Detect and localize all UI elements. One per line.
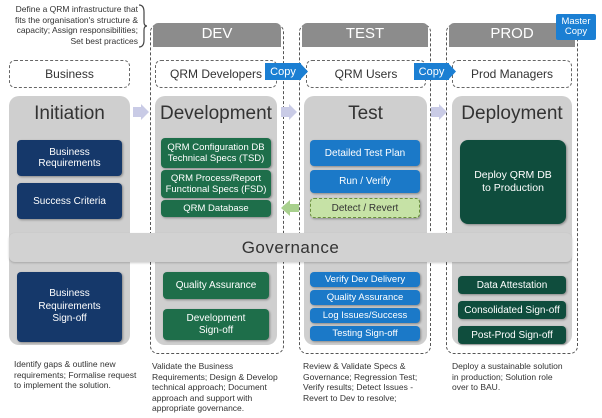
master-copy-badge: Master Copy (556, 14, 596, 40)
development-panel (155, 96, 277, 345)
qrm-database-box: QRM Database (161, 200, 271, 217)
desc-line: Verify results; Detect Issues - (303, 382, 414, 392)
deploy-qrm-db-box: Deploy QRM DB to Production (460, 140, 566, 224)
item-line: to Production (482, 182, 544, 194)
flow-arrow-icon (133, 104, 149, 120)
test-title: Test (348, 103, 383, 124)
intro-note-line: capacity; Assign responsibilities; (16, 25, 138, 35)
post-prod-signoff-box: Post-Prod Sign-off (458, 326, 566, 344)
copy-label: Copy (418, 65, 445, 78)
desc-line: technical approach; Document (152, 382, 267, 392)
success-criteria-label: Success Criteria (33, 195, 106, 207)
test-header: TEST (302, 23, 428, 47)
item-line: Development (186, 312, 246, 324)
consolidated-signoff-box: Consolidated Sign-off (458, 301, 566, 319)
copy-label: Copy (270, 65, 296, 78)
item-line: Run / Verify (339, 176, 391, 187)
run-verify-box: Run / Verify (310, 170, 420, 193)
success-criteria-box: Success Criteria (17, 183, 122, 219)
desc-line: Requirements; Design & Develop (152, 371, 278, 382)
signoff-line: Business (49, 288, 90, 300)
governance-label: Governance (241, 237, 340, 257)
item-line: Verify Dev Delivery (324, 274, 406, 285)
copy-dev-to-test: Copy (265, 63, 301, 80)
role-business: Business (9, 60, 130, 88)
process-report-specs-box: QRM Process/Report Functional Specs (FSD… (161, 170, 271, 198)
intro-note: Define a QRM infrastructure that fits th… (6, 4, 138, 46)
log-issues-box: Log Issues/Success (310, 308, 420, 323)
deployment-title: Deployment (461, 103, 563, 124)
initiation-description: Identify gaps & outline new requirements… (14, 359, 142, 391)
copy-arrow-icon (300, 63, 308, 80)
item-line: Detailed Test Plan (324, 147, 406, 159)
test-quality-assurance-box: Quality Assurance (310, 290, 420, 305)
copy-test-to-prod: Copy (414, 63, 449, 80)
item-line: Testing Sign-off (332, 328, 398, 339)
flow-arrow-icon (281, 104, 297, 120)
item-line: Quality Assurance (326, 292, 404, 303)
detect-revert-box: Detect / Revert (310, 198, 420, 218)
item-line: Functional Specs (FSD) (165, 184, 267, 195)
testing-signoff-box: Testing Sign-off (310, 326, 420, 341)
item-line: Technical Specs (TSD) (167, 153, 265, 164)
verify-dev-delivery-box: Verify Dev Delivery (310, 272, 420, 287)
role-qrm-developers: QRM Developers (155, 60, 277, 88)
signoff-line: Sign-off (52, 313, 87, 325)
role-prod-managers: Prod Managers (452, 60, 572, 88)
initiation-title: Initiation (34, 103, 105, 124)
governance-bar: Governance (9, 233, 572, 262)
desc-line: Governance; Regression Test; (303, 371, 418, 382)
intro-brace (138, 4, 148, 48)
desc-line: appropriate governance. (152, 403, 245, 413)
item-line: QRM Configuration DB (167, 142, 265, 153)
desc-line: in production; Solution role (452, 371, 553, 382)
intro-note-line: fits the organisation's structure & (14, 14, 138, 25)
item-line: Log Issues/Success (322, 310, 408, 321)
item-line: Sign-off (198, 324, 234, 336)
detailed-test-plan-box: Detailed Test Plan (310, 140, 420, 166)
signoff-line: Requirements (38, 300, 101, 312)
copy-arrow-icon (448, 63, 456, 80)
item-line: Consolidated Sign-off (464, 304, 560, 316)
desc-line: Validate the Business (152, 361, 234, 371)
role-qrm-users: QRM Users (306, 60, 426, 88)
desc-line: requirements; Formalise request (14, 369, 137, 380)
item-line: Deploy QRM DB (474, 169, 552, 181)
configuration-db-specs-box: QRM Configuration DB Technical Specs (TS… (161, 138, 271, 168)
intro-note-line: Set best practices (70, 35, 138, 46)
desc-line: Review & Validate Specs & (303, 361, 406, 371)
revert-arrow-icon (281, 200, 299, 216)
development-description: Validate the Business Requirements; Desi… (152, 361, 294, 414)
desc-line: Revert to Dev to resolve; (303, 392, 397, 403)
intro-note-line: Define a QRM infrastructure that (15, 4, 138, 14)
master-copy-line: Copy (564, 26, 588, 37)
item-line: QRM Process/Report (170, 173, 262, 184)
business-requirements-signoff-box: Business Requirements Sign-off (17, 272, 122, 342)
item-line: QRM Database (183, 203, 249, 214)
desc-line: approach and support with (152, 392, 253, 403)
prod-header: PROD (449, 23, 575, 47)
dev-header: DEV (153, 23, 281, 47)
item-line: Post-Prod Sign-off (471, 329, 553, 341)
business-requirements-label: Business Requirements (38, 147, 101, 169)
development-signoff-box: Development Sign-off (163, 309, 269, 340)
item-line: Detect / Revert (331, 202, 399, 214)
desc-line: over to BAU. (452, 382, 501, 392)
quality-assurance-box: Quality Assurance (163, 272, 269, 299)
desc-line: Identify gaps & outline new (14, 359, 116, 369)
item-line: Quality Assurance (175, 280, 257, 291)
flow-arrow-icon (431, 104, 447, 120)
deployment-description: Deploy a sustainable solution in product… (452, 361, 592, 393)
master-copy-line: Master (561, 15, 591, 27)
test-description: Review & Validate Specs & Governance; Re… (303, 361, 437, 403)
business-requirements-box: Business Requirements (17, 140, 122, 176)
item-line: Data Attestation (476, 279, 548, 291)
desc-line: to implement the solution. (14, 380, 111, 390)
data-attestation-box: Data Attestation (458, 276, 566, 294)
desc-line: Deploy a sustainable solution (452, 361, 563, 371)
development-title: Development (160, 103, 272, 124)
